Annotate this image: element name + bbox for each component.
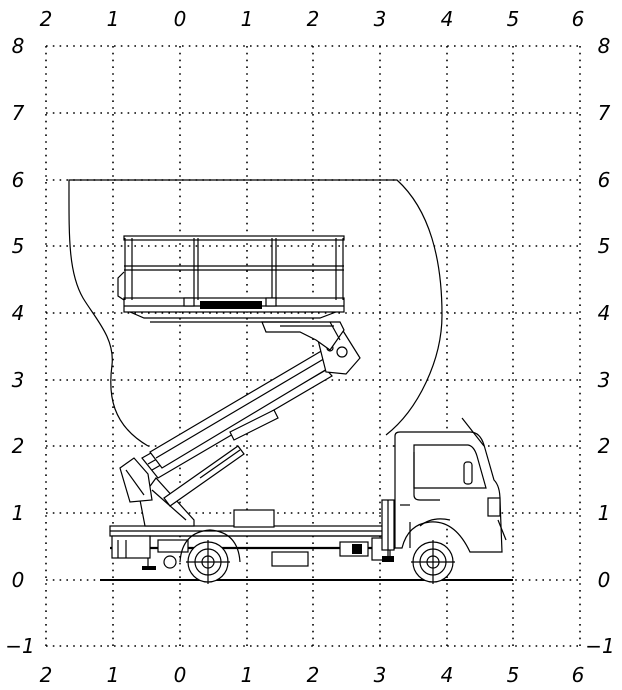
bottom-axis-labels: 2 1 0 1 2 3 4 5 6 [40, 663, 585, 687]
right-tick-label: 0 [598, 568, 611, 592]
manufacturer-plate [200, 301, 262, 309]
left-tick-label: 2 [12, 434, 25, 458]
bottom-tick-label: 2 [40, 663, 53, 687]
left-tick-label: 4 [12, 301, 25, 325]
right-tick-label: 5 [598, 234, 611, 258]
working-range-envelope [68, 179, 443, 447]
basket-top-rail [123, 235, 345, 241]
left-tick-label: 0 [12, 568, 25, 592]
top-tick-label: 6 [572, 7, 585, 31]
left-axis-labels: 8 7 6 5 4 3 2 1 0 −1 [5, 34, 34, 658]
bottom-tick-label: 6 [572, 663, 585, 687]
top-axis-labels: 2 1 0 1 2 3 4 5 6 [40, 7, 585, 31]
top-tick-label: 2 [40, 7, 53, 31]
left-tick-label: 7 [12, 101, 25, 125]
storage-box [233, 509, 275, 528]
cab-window [413, 444, 487, 489]
cab-antenna [461, 417, 485, 447]
truck [109, 417, 507, 584]
rear-outrigger [111, 535, 151, 559]
left-tick-label: −1 [5, 634, 34, 658]
right-tick-label: 6 [598, 168, 611, 192]
work-basket [117, 235, 345, 323]
bottom-tick-label: 3 [374, 663, 387, 687]
toolbox [271, 551, 309, 567]
left-tick-label: 6 [12, 168, 25, 192]
bottom-tick-label: 5 [507, 663, 520, 687]
right-tick-label: 1 [598, 501, 611, 525]
rear-wheel [179, 529, 241, 584]
top-tick-label: 0 [174, 7, 187, 31]
bottom-tick-label: 4 [441, 663, 454, 687]
right-tick-label: 8 [598, 34, 611, 58]
bottom-tick-label: 1 [107, 663, 120, 687]
right-tick-label: 7 [598, 101, 611, 125]
cab [394, 431, 503, 553]
side-mirror [463, 461, 473, 485]
boom-pivot [119, 457, 153, 503]
aerial-boom [119, 321, 361, 527]
left-tick-label: 8 [12, 34, 25, 58]
right-axis-labels: 8 7 6 5 4 3 2 1 0 −1 [585, 34, 614, 658]
right-tick-label: 2 [598, 434, 611, 458]
front-wheel [411, 540, 455, 584]
bottom-tick-label: 1 [241, 663, 254, 687]
top-tick-label: 2 [307, 7, 320, 31]
left-tick-label: 3 [12, 368, 25, 392]
top-tick-label: 3 [374, 7, 387, 31]
right-tick-label: 3 [598, 368, 611, 392]
right-tick-label: 4 [598, 301, 611, 325]
top-tick-label: 5 [507, 7, 520, 31]
bottom-tick-label: 0 [174, 663, 187, 687]
top-tick-label: 1 [241, 7, 254, 31]
top-tick-label: 1 [107, 7, 120, 31]
right-tick-label: −1 [585, 634, 614, 658]
jib-arm [261, 321, 345, 351]
left-tick-label: 5 [12, 234, 25, 258]
grid [45, 45, 581, 647]
left-tick-label: 1 [12, 501, 25, 525]
top-tick-label: 4 [441, 7, 454, 31]
bottom-tick-label: 2 [307, 663, 320, 687]
